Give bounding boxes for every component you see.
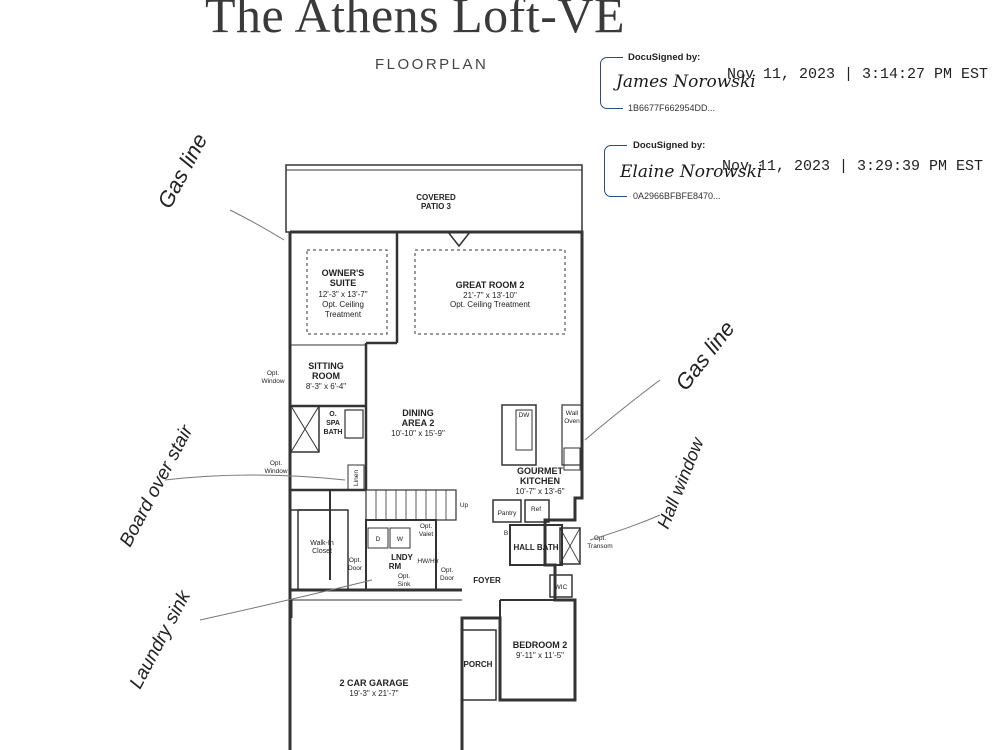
- room-label-laundry: LNDY: [391, 553, 413, 562]
- label-opt-window-1: Opt.: [267, 370, 279, 377]
- svg-text:Door: Door: [440, 575, 455, 582]
- room-label-hall-bath: HALL BATH: [513, 543, 558, 552]
- stairs: [365, 489, 457, 521]
- room-label-spa-bath: O.: [329, 411, 336, 418]
- signature-header: DocuSigned by:: [633, 140, 706, 151]
- room-label-patio: COVERED: [416, 193, 456, 202]
- pencil-arrow: [584, 379, 661, 441]
- label-wall-oven: Wall: [566, 410, 579, 417]
- svg-text:AREA 2: AREA 2: [402, 418, 435, 428]
- svg-text:KITCHEN: KITCHEN: [520, 476, 560, 486]
- svg-text:Closet: Closet: [312, 548, 332, 555]
- document-title: The Athens Loft-VE: [205, 0, 626, 43]
- pencil-arrow: [229, 209, 285, 241]
- svg-text:SUITE: SUITE: [330, 278, 357, 288]
- room-label-sitting-room: SITTING: [308, 361, 344, 371]
- handwritten-note-laundry-sink: Laundry sink: [126, 586, 196, 692]
- signature-timestamp: Nov 11, 2023 | 3:14:27 PM EST: [727, 66, 989, 83]
- svg-text:9'-11" x 11'-5": 9'-11" x 11'-5": [516, 651, 564, 660]
- label-b: B: [504, 530, 508, 537]
- svg-text:Valet: Valet: [419, 531, 434, 538]
- room-label-great-room: GREAT ROOM 2: [456, 280, 525, 290]
- label-hw-htr: HW/Htr: [417, 558, 439, 565]
- pencil-arrow: [164, 474, 346, 481]
- svg-text:BATH: BATH: [324, 429, 343, 436]
- room-label-owners-suite: OWNER'S: [322, 268, 365, 278]
- room-label-bedroom-2: BEDROOM 2: [513, 640, 568, 650]
- room-label-kitchen: GOURMET: [517, 466, 564, 476]
- room-label-dining: DINING: [402, 408, 434, 418]
- signature-bracket: [600, 57, 623, 109]
- label-dw: DW: [519, 412, 531, 419]
- handwritten-note-gas-line-1: Gas line: [152, 129, 212, 212]
- room-label-porch: PORCH: [464, 660, 493, 669]
- svg-text:Treatment: Treatment: [325, 310, 362, 319]
- envelope-id: 1B6677F662954DD...: [628, 103, 716, 113]
- svg-text:10'-7" x 13'-6": 10'-7" x 13'-6": [515, 487, 564, 496]
- signature-timestamp: Nov 11, 2023 | 3:29:39 PM EST: [722, 158, 984, 175]
- svg-text:PATIO 3: PATIO 3: [421, 202, 451, 211]
- svg-text:19'-3" x 21'-7": 19'-3" x 21'-7": [349, 689, 398, 698]
- label-opt-window-2: Opt.: [270, 460, 282, 467]
- label-opt-transom: Opt.: [594, 535, 606, 542]
- svg-text:Window: Window: [264, 468, 287, 475]
- label-w: W: [397, 536, 404, 543]
- kitchen-island: [501, 404, 537, 466]
- label-opt-sink: Opt.: [398, 573, 410, 580]
- pencil-arrow: [199, 579, 373, 621]
- label-ref: Ref: [531, 506, 541, 513]
- signer-name: Elaine Norowski: [620, 162, 763, 182]
- svg-text:10'-10" x 15'-9": 10'-10" x 15'-9": [391, 429, 445, 438]
- room-label-garage: 2 CAR GARAGE: [339, 678, 408, 688]
- svg-text:ROOM: ROOM: [312, 371, 340, 381]
- svg-text:Sink: Sink: [398, 581, 411, 588]
- svg-text:Opt. Ceiling: Opt. Ceiling: [322, 300, 364, 309]
- label-opt-valet: Opt.: [420, 523, 432, 530]
- envelope-id: 0A2966BFBFE8470...: [633, 191, 721, 201]
- svg-text:RM: RM: [389, 562, 402, 571]
- document-subtitle: FLOORPLAN: [375, 56, 489, 73]
- svg-text:SPA: SPA: [326, 420, 340, 427]
- handwritten-note-hall-window: Hall window: [653, 434, 708, 531]
- label-opt-door-2: Opt.: [441, 567, 453, 574]
- svg-text:21'-7" x 13'-10": 21'-7" x 13'-10": [463, 291, 517, 300]
- room-label-walkin-closet: Walk-In: [310, 540, 334, 547]
- label-opt-door-1: Opt.: [349, 557, 361, 564]
- label-up: Up: [460, 502, 469, 509]
- svg-text:Door: Door: [348, 565, 363, 572]
- room-label-foyer: FOYER: [473, 576, 501, 585]
- svg-text:Window: Window: [261, 378, 284, 385]
- svg-text:8'-3" x 6'-4": 8'-3" x 6'-4": [306, 382, 346, 391]
- svg-text:Transom: Transom: [587, 543, 612, 550]
- label-pantry: Pantry: [498, 510, 518, 517]
- handwritten-note-gas-line-2: Gas line: [670, 316, 739, 395]
- signature-header: DocuSigned by:: [628, 52, 701, 63]
- label-wic: WIC: [555, 584, 568, 591]
- label-d: D: [376, 536, 381, 543]
- handwritten-note-board-over-stair: Board over stair: [116, 421, 198, 550]
- svg-text:Opt. Ceiling Treatment: Opt. Ceiling Treatment: [450, 300, 531, 309]
- signer-name: James Norowski: [616, 72, 756, 92]
- signature-bracket: [604, 145, 627, 197]
- pencil-arrow: [589, 514, 661, 541]
- svg-text:Oven: Oven: [564, 418, 580, 425]
- svg-text:12'-3" x 13'-7": 12'-3" x 13'-7": [318, 290, 367, 299]
- label-linen: Linen: [353, 470, 360, 486]
